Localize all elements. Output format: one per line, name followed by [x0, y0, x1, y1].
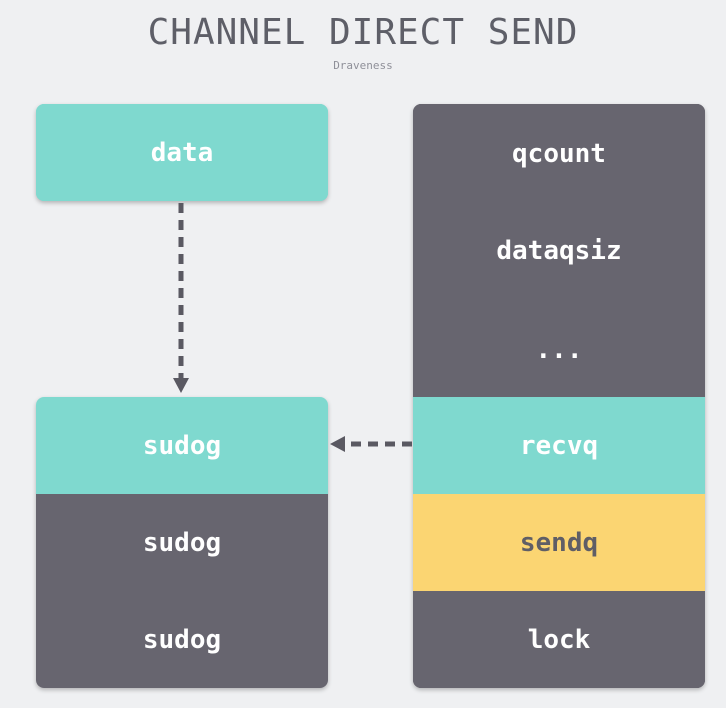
diagram-subtitle: Draveness	[333, 59, 393, 72]
data-box: data	[36, 104, 328, 201]
field-sendq: sendq	[413, 494, 705, 591]
sudog-item-3: sudog	[36, 591, 328, 688]
data-to-sudog-arrowhead	[173, 378, 189, 393]
hchan-struct: qcount dataqsiz ... recvq sendq lock	[413, 104, 705, 688]
recvq-to-sudog-arrowhead	[330, 436, 345, 452]
diagram-title: CHANNEL DIRECT SEND	[147, 12, 579, 53]
sudog-item-2: sudog	[36, 494, 328, 591]
sudog-item-1: sudog	[36, 397, 328, 494]
sudog-list: sudog sudog sudog	[36, 397, 328, 688]
field-lock: lock	[413, 591, 705, 688]
field-dataqsiz: dataqsiz	[413, 201, 705, 301]
field-recvq: recvq	[413, 397, 705, 494]
data-label: data	[36, 104, 328, 201]
field-qcount: qcount	[413, 104, 705, 204]
field-ellipsis: ...	[413, 300, 705, 400]
